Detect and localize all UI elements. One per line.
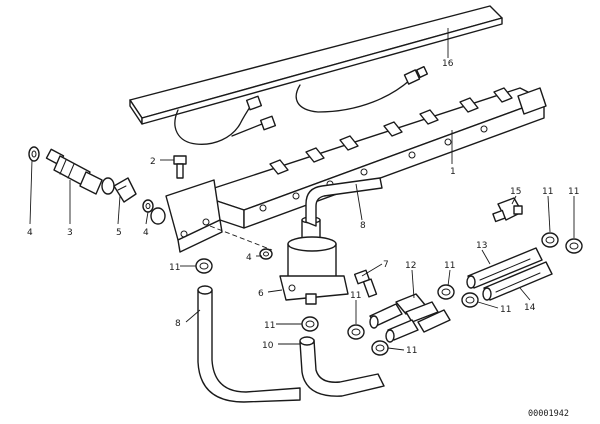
return-hose bbox=[299, 336, 385, 397]
rail-bracket bbox=[165, 179, 223, 253]
fuel-distributor bbox=[369, 293, 451, 343]
callout-11-g: 11 bbox=[542, 187, 553, 197]
callout-11-h: 11 bbox=[568, 187, 579, 197]
callout-labels: 1 2 3 4 4 4 5 6 7 8 8 10 11 11 11 11 11 … bbox=[27, 59, 579, 419]
hose-clamp-b bbox=[301, 316, 319, 332]
washer-4-mid bbox=[142, 199, 154, 213]
hose-clamp-g bbox=[541, 232, 559, 248]
hose-section-14 bbox=[482, 261, 553, 301]
washer-4-left bbox=[28, 146, 40, 162]
callout-14: 14 bbox=[524, 303, 536, 313]
callout-16: 16 bbox=[442, 59, 454, 69]
hose-clamp-f bbox=[461, 292, 479, 308]
callout-11-b: 11 bbox=[264, 321, 275, 331]
callout-13: 13 bbox=[476, 241, 487, 251]
callout-11-d: 11 bbox=[406, 346, 417, 356]
hose-clamp-d bbox=[371, 340, 389, 356]
bolt-2 bbox=[173, 155, 187, 179]
wiring-harness-strip bbox=[129, 5, 503, 125]
hose-section-13 bbox=[466, 247, 543, 289]
injector-seal bbox=[101, 177, 166, 225]
fuel-injector bbox=[45, 148, 103, 195]
callout-12: 12 bbox=[405, 261, 416, 271]
fuel-hose-lower bbox=[197, 285, 301, 403]
callout-7: 7 bbox=[383, 260, 389, 270]
callout-4-left: 4 bbox=[27, 228, 33, 238]
callout-1: 1 bbox=[450, 167, 456, 177]
callout-11-e: 11 bbox=[444, 261, 455, 271]
callout-11-c: 11 bbox=[350, 291, 361, 301]
hose-clamp-e bbox=[437, 284, 455, 300]
callout-10: 10 bbox=[262, 341, 274, 351]
pressure-regulator bbox=[279, 216, 349, 305]
washer-4-right bbox=[259, 248, 273, 260]
callout-5: 5 bbox=[116, 228, 122, 238]
callout-8-lower: 8 bbox=[175, 319, 181, 329]
retaining-clip bbox=[113, 177, 137, 203]
callout-6: 6 bbox=[258, 289, 264, 299]
hose-clamp-h bbox=[565, 238, 583, 254]
assembly-line bbox=[209, 225, 273, 251]
callout-8-upper: 8 bbox=[360, 221, 366, 231]
fuel-hose-upper bbox=[305, 177, 383, 227]
callout-11-f: 11 bbox=[500, 305, 511, 315]
sensor-wires bbox=[174, 65, 429, 145]
callout-3: 3 bbox=[67, 228, 73, 238]
callout-4-right: 4 bbox=[246, 253, 252, 263]
callout-15: 15 bbox=[510, 187, 521, 197]
bolt-7 bbox=[353, 269, 378, 298]
callout-4-mid: 4 bbox=[143, 228, 149, 238]
hose-clamp-a bbox=[195, 258, 213, 274]
document-number: 00001942 bbox=[528, 409, 569, 419]
leader-lines bbox=[29, 28, 575, 351]
callout-11-a: 11 bbox=[169, 263, 180, 273]
callout-2: 2 bbox=[150, 157, 156, 167]
hose-clamp-c bbox=[347, 324, 365, 340]
connector-15 bbox=[492, 197, 523, 223]
